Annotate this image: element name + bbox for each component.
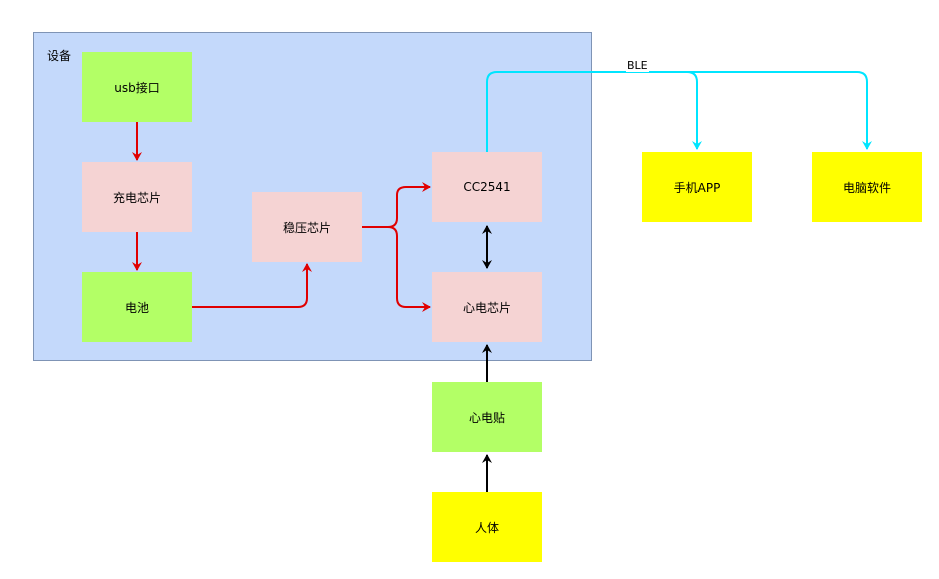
charge-chip-node: 充电芯片 — [82, 162, 192, 232]
edge-ble-to-phone — [486, 71, 702, 152]
ecg-chip-node: 心电芯片 — [432, 272, 542, 342]
edge-ble-to-pc — [687, 71, 872, 150]
pc-software-node: 电脑软件 — [812, 152, 922, 222]
cc2541-node: CC2541 — [432, 152, 542, 222]
container-label: 设备 — [47, 49, 72, 63]
ble-label: BLE — [626, 59, 649, 72]
edge-regulator-to-ecg-chip — [387, 226, 431, 312]
ecg-patch-node: 心电贴 — [432, 382, 542, 452]
battery-node: 电池 — [82, 272, 192, 342]
regulator-chip-node: 稳压芯片 — [252, 192, 362, 262]
phone-app-node: 手机APP — [642, 152, 752, 222]
edge-regulator-to-cc2541 — [362, 182, 431, 228]
usb-port-node: usb接口 — [82, 52, 192, 122]
edge-battery-to-regulator — [192, 263, 312, 308]
human-body-node: 人体 — [432, 492, 542, 562]
